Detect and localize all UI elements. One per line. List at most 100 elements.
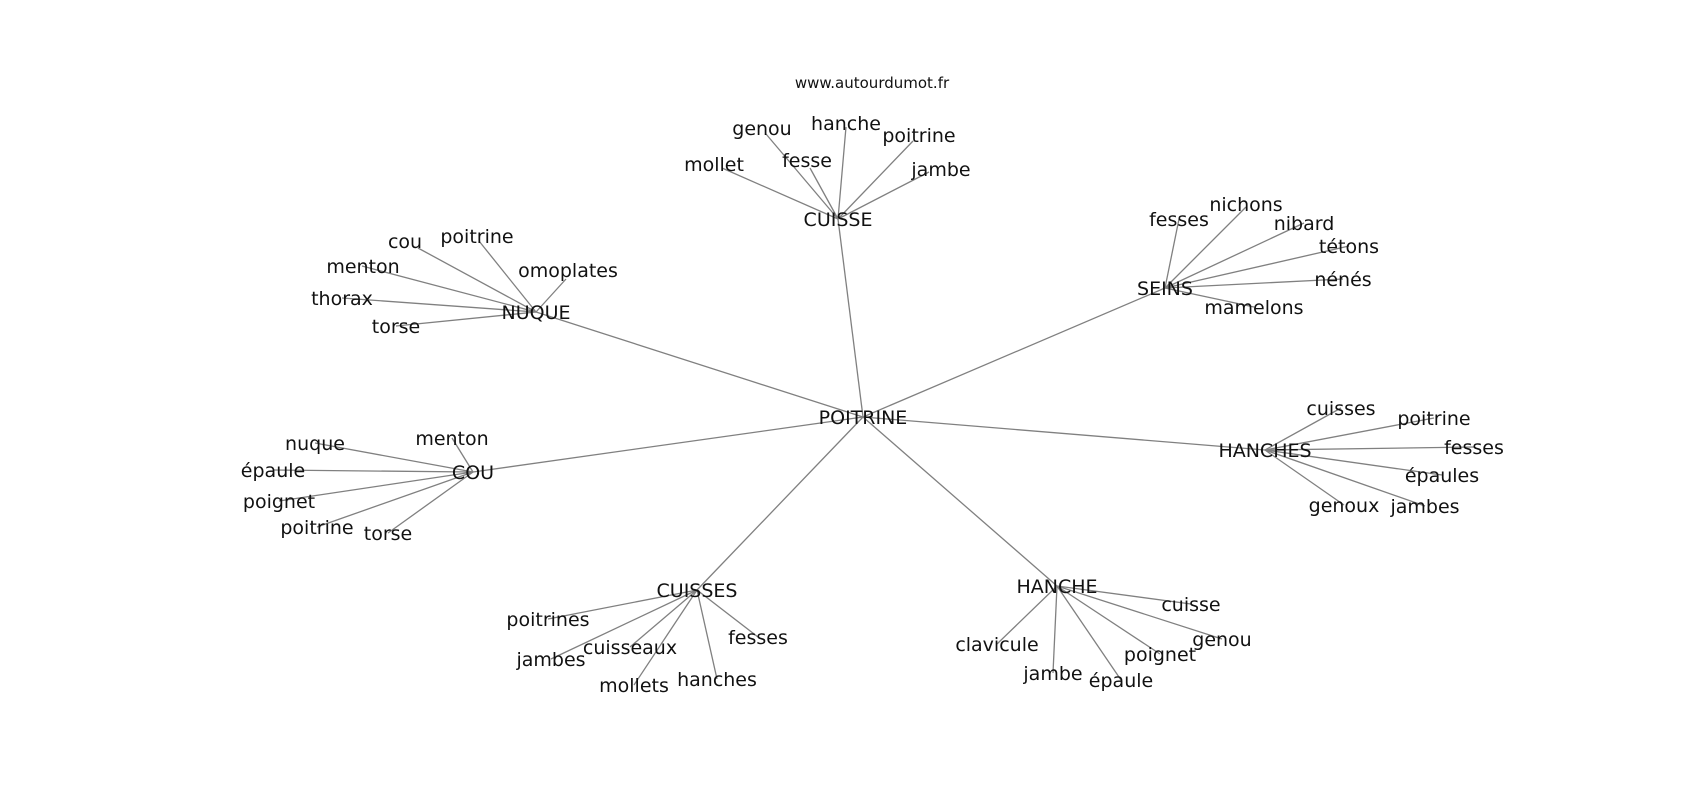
edge-hanche-1 (996, 585, 1058, 645)
edge-center-hanche (862, 416, 1058, 587)
leaf-node-hanche-5: épaule (1089, 670, 1153, 692)
leaf-node-cuisse-4: fesse (782, 150, 832, 172)
edge-hanche-3 (1056, 585, 1161, 655)
edge-center-cou (472, 416, 864, 473)
hub-node-cou: COU (452, 462, 494, 484)
leaf-node-cou-0: nuque (285, 433, 345, 455)
edge-hanches-5 (1264, 449, 1426, 507)
edge-cuisses-1 (696, 589, 759, 638)
leaf-node-cou-2: épaule (241, 460, 305, 482)
leaf-node-cou-3: poignet (243, 491, 315, 513)
edge-cuisses-5 (696, 589, 718, 680)
edge-cuisse-0 (765, 133, 839, 220)
leaf-node-hanche-1: clavicule (955, 634, 1038, 656)
edge-seins-4 (1164, 278, 1344, 289)
leaf-node-hanches-2: fesses (1444, 437, 1504, 459)
edge-nuque-5 (395, 311, 537, 327)
edge-nuque-4 (341, 297, 537, 313)
edge-cuisses-4 (633, 589, 698, 686)
edge-cou-2 (272, 469, 474, 473)
leaf-node-cou-5: torse (364, 523, 412, 545)
leaf-node-hanche-0: cuisse (1161, 594, 1220, 616)
edge-cuisse-4 (809, 167, 839, 220)
edge-nuque-0 (417, 247, 537, 313)
leaf-node-cuisse-1: hanche (811, 113, 881, 135)
edge-hanche-4 (1052, 585, 1058, 674)
edge-hanche-5 (1056, 585, 1122, 681)
leaf-node-cuisse-2: poitrine (882, 125, 955, 147)
edge-hanches-1 (1264, 417, 1435, 451)
edge-center-cuisse (837, 218, 864, 418)
leaf-node-hanche-3: poignet (1124, 644, 1196, 666)
edge-seins-0 (1164, 206, 1247, 289)
leaf-node-nuque-3: menton (326, 256, 399, 278)
edge-cou-1 (451, 437, 474, 473)
edge-nuque-3 (361, 265, 537, 313)
edge-seins-1 (1164, 218, 1180, 289)
edge-hanches-0 (1264, 407, 1342, 451)
hub-node-nuque: NUQUE (502, 302, 571, 324)
leaf-node-seins-1: fesses (1149, 209, 1209, 231)
edge-seins-3 (1164, 245, 1350, 289)
edge-cuisses-0 (547, 589, 698, 620)
leaf-node-cuisses-1: fesses (728, 627, 788, 649)
edge-cou-4 (316, 471, 474, 528)
edge-cou-5 (387, 471, 474, 534)
leaf-node-seins-3: tétons (1319, 236, 1379, 258)
edge-cuisse-1 (837, 126, 847, 220)
edge-hanche-2 (1056, 585, 1223, 640)
leaf-node-seins-5: mamelons (1204, 297, 1303, 319)
leaf-node-nuque-2: omoplates (518, 260, 618, 282)
source-url: www.autourdumot.fr (795, 74, 950, 92)
leaf-node-nuque-4: thorax (311, 288, 373, 310)
leaf-node-cuisse-0: genou (732, 118, 791, 140)
leaf-node-nuque-0: cou (388, 231, 422, 253)
center-node: POITRINE (819, 407, 908, 429)
hub-node-cuisse: CUISSE (804, 209, 873, 231)
leaf-node-cuisse-3: mollet (684, 154, 744, 176)
leaf-node-hanche-2: genou (1192, 629, 1251, 651)
edge-cuisse-2 (837, 140, 914, 220)
edge-center-cuisses (696, 416, 864, 591)
hub-node-hanches: HANCHES (1218, 440, 1311, 462)
edge-hanches-2 (1264, 446, 1475, 451)
edge-hanche-0 (1056, 585, 1192, 605)
leaf-node-cuisse-5: jambe (910, 159, 970, 181)
leaf-node-seins-2: nibard (1274, 213, 1335, 235)
edge-center-nuque (535, 311, 864, 418)
edge-cou-3 (278, 471, 474, 502)
leaf-node-cuisses-4: mollets (599, 675, 669, 697)
leaf-node-nuque-5: torse (372, 316, 420, 338)
edge-center-hanches (862, 416, 1266, 451)
edge-nuque-2 (535, 278, 567, 313)
leaf-node-hanches-3: épaules (1405, 465, 1479, 487)
leaf-node-cuisses-0: poitrines (506, 609, 589, 631)
leaf-node-cuisses-3: cuisseaux (583, 637, 677, 659)
hub-node-cuisses: CUISSES (657, 580, 738, 602)
leaf-node-cou-1: menton (415, 428, 488, 450)
leaf-node-hanche-4: jambe (1022, 663, 1082, 685)
leaf-node-seins-0: nichons (1209, 194, 1282, 216)
edge-cuisse-5 (837, 171, 930, 220)
edge-hanches-4 (1264, 449, 1345, 506)
hub-node-seins: SEINS (1137, 278, 1193, 300)
edge-center-seins (862, 287, 1166, 418)
edge-cuisses-3 (629, 589, 698, 648)
edges (272, 126, 1475, 686)
leaf-node-cou-4: poitrine (280, 517, 353, 539)
leaf-node-hanches-1: poitrine (1397, 408, 1470, 430)
edge-nuque-1 (478, 240, 537, 313)
edge-seins-2 (1164, 222, 1305, 289)
edge-seins-5 (1164, 287, 1255, 308)
edge-hanches-3 (1264, 449, 1443, 476)
edge-cuisse-3 (721, 167, 839, 220)
leaf-node-seins-4: nénés (1314, 269, 1371, 291)
leaf-node-nuque-1: poitrine (440, 226, 513, 248)
edge-cuisses-2 (550, 589, 698, 660)
leaf-node-hanches-0: cuisses (1306, 398, 1375, 420)
leaf-node-cuisses-2: jambes (515, 649, 585, 671)
edge-cou-0 (314, 442, 474, 473)
leaf-node-hanches-5: jambes (1389, 496, 1459, 518)
